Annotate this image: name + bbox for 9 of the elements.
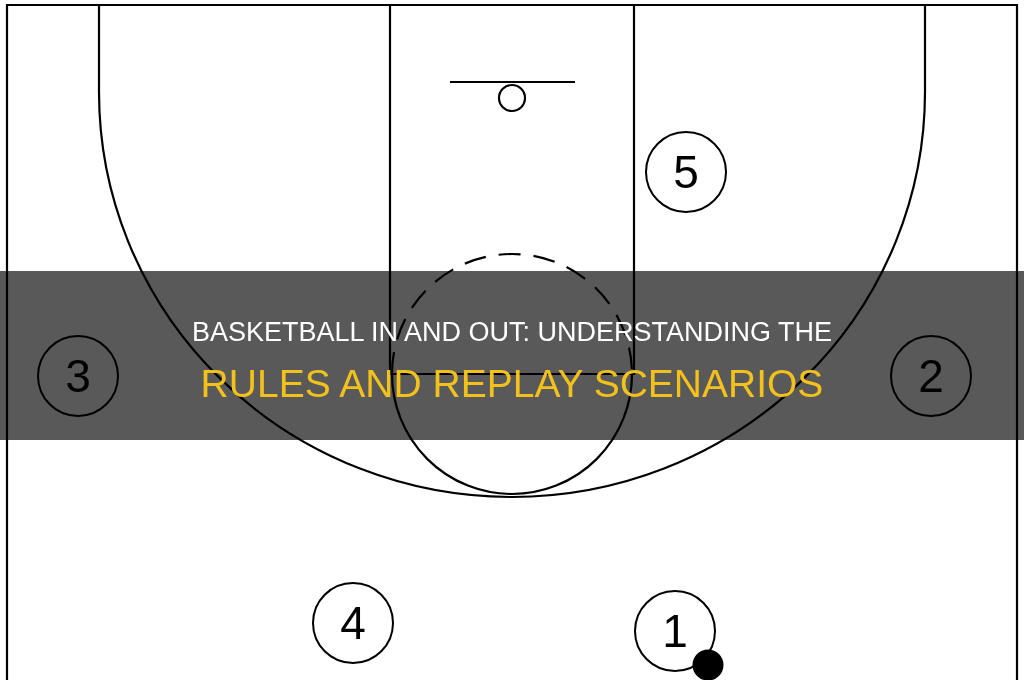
player-circle	[312, 582, 394, 664]
player-circle	[645, 131, 727, 213]
player-circle	[890, 335, 972, 417]
player-number: 5	[673, 149, 699, 195]
player-number: 4	[340, 600, 366, 646]
player-number: 3	[65, 353, 91, 399]
player-circle	[37, 335, 119, 417]
player-number: 2	[918, 353, 944, 399]
player-number: 1	[662, 608, 688, 654]
